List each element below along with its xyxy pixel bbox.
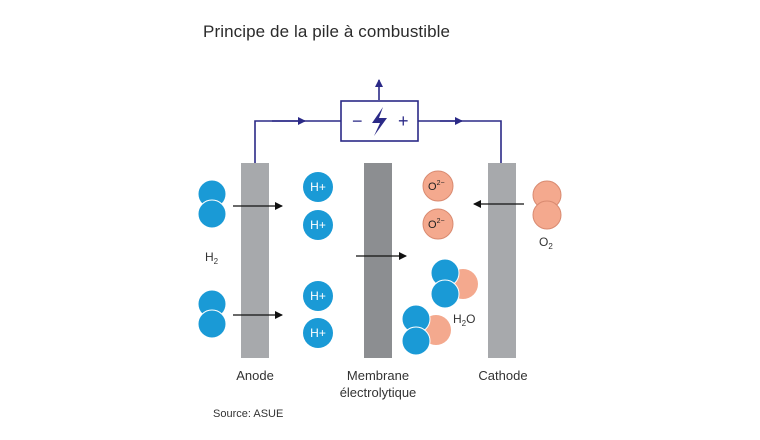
hydrogen-ion: H+ [303,210,333,240]
membrane-label-line2: électrolytique [340,385,417,400]
hydrogen-ion: H+ [303,281,333,311]
hydrogen-ion: H+ [303,318,333,348]
svg-text:H+: H+ [310,326,326,340]
svg-text:H+: H+ [310,289,326,303]
circuit-wire-right [418,120,502,163]
cathode-label: Cathode [478,368,527,383]
o2-label: O2 [539,235,553,251]
source-caption: Source: ASUE [213,408,284,420]
o2-molecule [532,180,562,230]
plus-sign: + [398,111,409,131]
h2-molecule [197,179,227,229]
external-circuit: − + [254,79,502,163]
minus-sign: − [352,111,363,131]
svg-text:H+: H+ [310,218,326,232]
anode-label: Anode [236,368,274,383]
anode-plate [241,163,269,358]
h2-label: H2 [205,250,219,266]
svg-text:O2−: O2− [428,218,445,231]
cathode-plate [488,163,516,358]
membrane-label-line1: Membrane [347,368,409,383]
svg-text:O2−: O2− [428,180,445,193]
circuit-wire-left [254,120,341,163]
oxide-ion: O2− [422,208,454,240]
diagram-title: Principe de la pile à combustible [203,22,451,41]
membrane-plate [364,163,392,358]
h2-molecule [197,289,227,339]
svg-text:H+: H+ [310,180,326,194]
water-molecule [430,258,478,309]
oxide-ion: O2− [422,170,454,202]
h2o-label: H2O [453,312,475,328]
water-molecule [401,304,451,356]
lightning-bolt-icon [372,107,387,136]
hydrogen-ion: H+ [303,172,333,202]
